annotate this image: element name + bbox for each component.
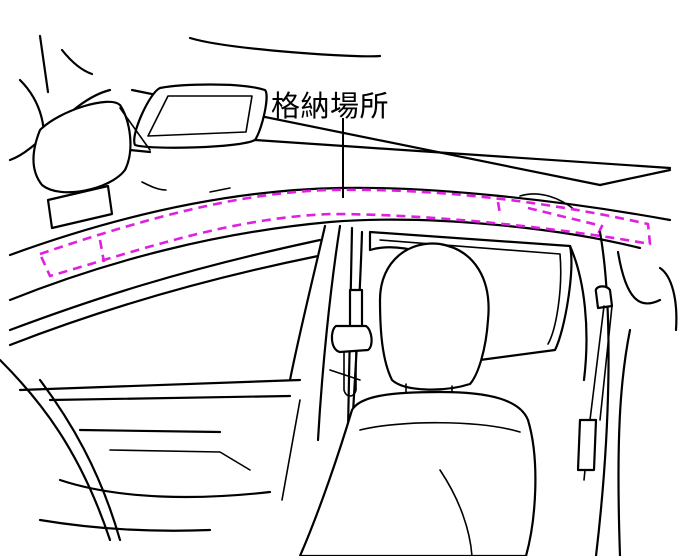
roof-rail xyxy=(8,186,672,302)
door-frame xyxy=(8,224,364,501)
storage-location-label: 格納場所 xyxy=(271,89,390,123)
rear-pillar xyxy=(568,230,678,556)
door-panel xyxy=(0,358,302,542)
seat-belt-anchor xyxy=(329,288,373,397)
overhead-console xyxy=(133,83,268,149)
seat-headrest xyxy=(378,242,490,401)
seat-back xyxy=(298,390,537,556)
left-structures xyxy=(8,34,167,230)
